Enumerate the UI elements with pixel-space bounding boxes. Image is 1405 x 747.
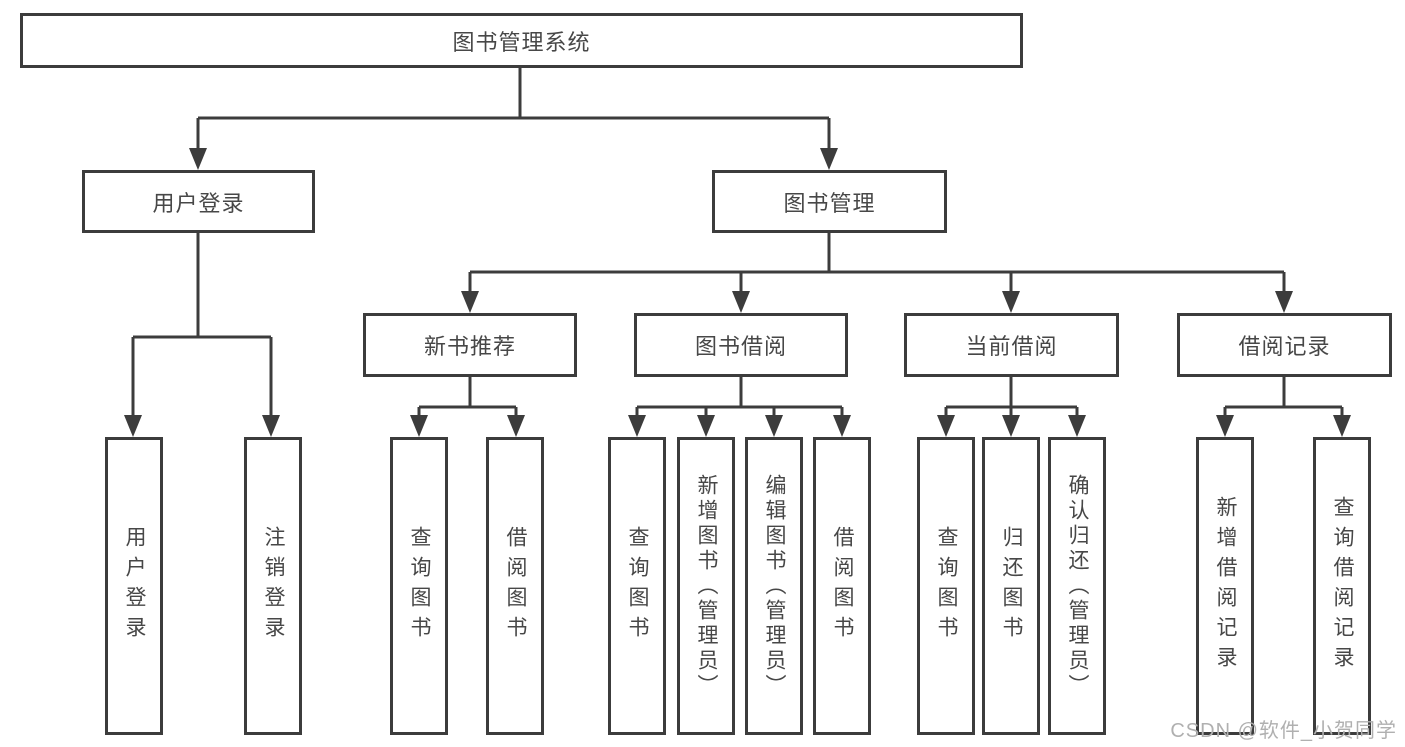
node-book-borrow: 图书借阅 xyxy=(634,313,848,377)
leaf-add-book-admin: 新增图书（管理员） xyxy=(677,437,735,735)
leaf-borrow-book-2: 借阅图书 xyxy=(813,437,871,735)
node-current-borrow: 当前借阅 xyxy=(904,313,1119,377)
node-user-login: 用户登录 xyxy=(82,170,315,233)
node-new-book-recommend: 新书推荐 xyxy=(363,313,577,377)
csdn-watermark: CSDN @软件_小贺同学 xyxy=(1170,720,1397,742)
leaf-edit-book-admin: 编辑图书（管理员） xyxy=(745,437,803,735)
leaf-add-borrow-record: 新增借阅记录 xyxy=(1196,437,1254,735)
leaf-confirm-return-admin: 确认归还（管理员） xyxy=(1048,437,1106,735)
leaf-return-book: 归还图书 xyxy=(982,437,1040,735)
leaf-query-book-3: 查询图书 xyxy=(917,437,975,735)
leaf-query-book-1: 查询图书 xyxy=(390,437,448,735)
node-book-management: 图书管理 xyxy=(712,170,947,233)
node-borrow-record: 借阅记录 xyxy=(1177,313,1392,377)
leaf-logout: 注销登录 xyxy=(244,437,302,735)
leaf-query-borrow-record: 查询借阅记录 xyxy=(1313,437,1371,735)
arrowheads xyxy=(124,148,1351,437)
tree-edges xyxy=(131,68,1344,417)
leaf-query-book-2: 查询图书 xyxy=(608,437,666,735)
node-root: 图书管理系统 xyxy=(20,13,1023,68)
leaf-borrow-book-1: 借阅图书 xyxy=(486,437,544,735)
leaf-user-login: 用户登录 xyxy=(105,437,163,735)
